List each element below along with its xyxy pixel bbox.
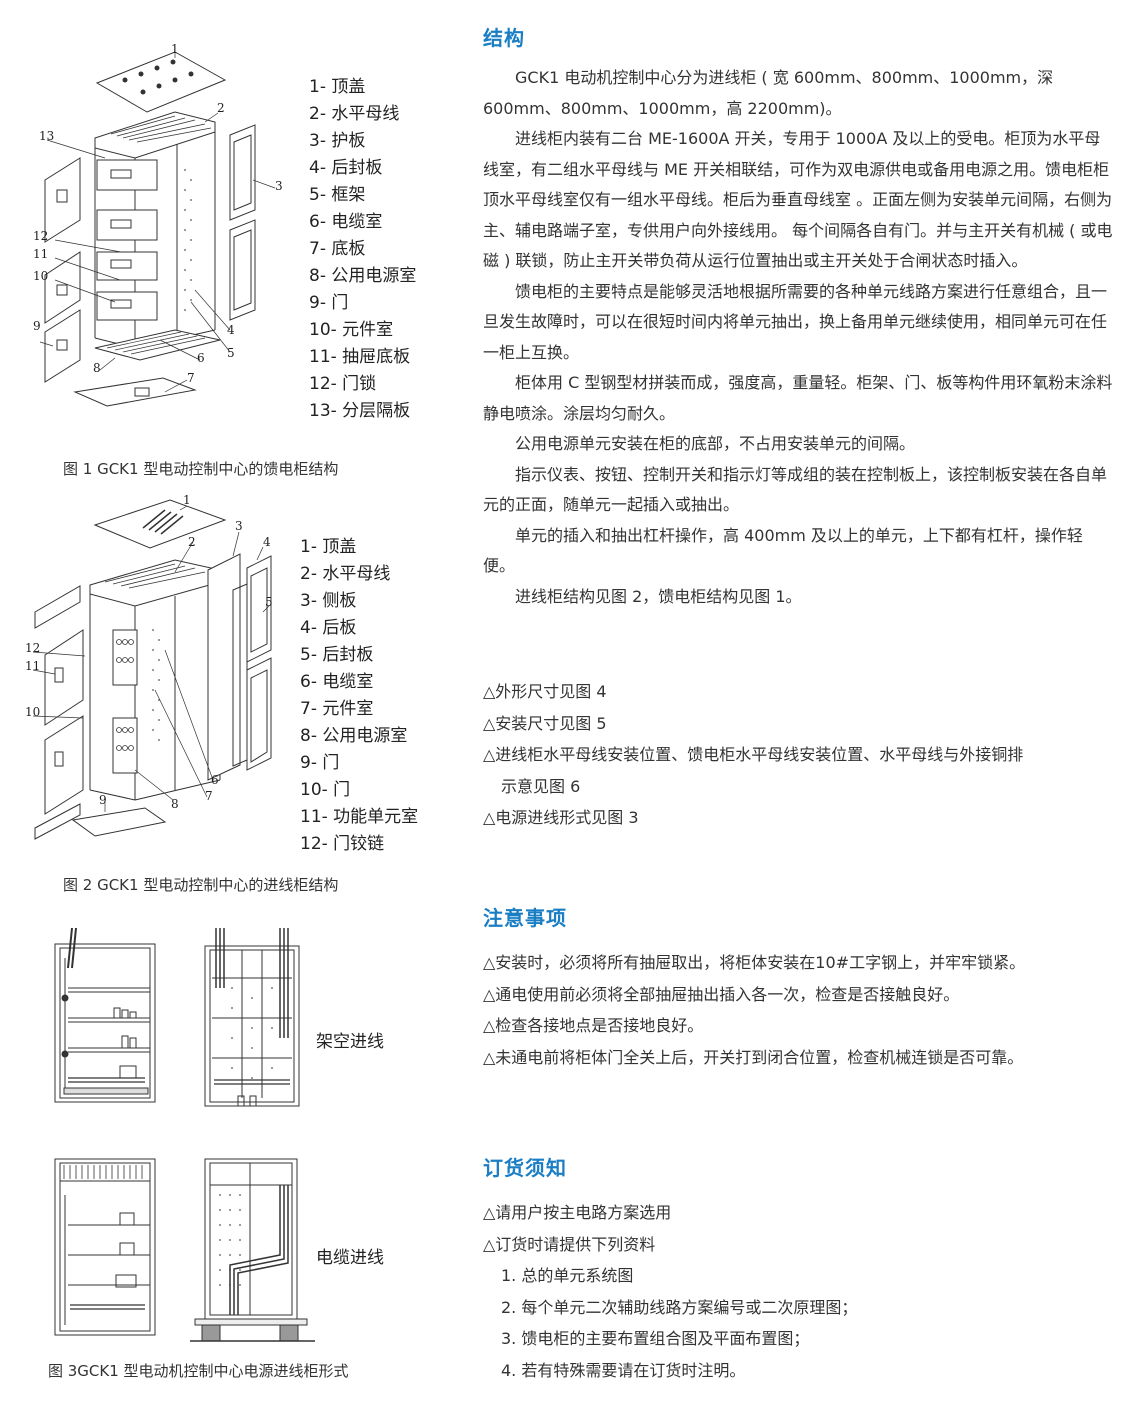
ordering-section-title: 订货须知 [483,1156,567,1180]
fig2-callout-3: 3 [235,519,243,533]
structure-paragraph: 单元的插入和抽出杠杆操作，高 400mm 及以上的单元，上下都有杠杆，操作轻便。 [483,525,1083,576]
figure-3-cable-right [190,1155,315,1345]
structure-ref: 示意见图 6 [501,776,581,796]
fig3-label-overhead: 架空进线 [316,1032,384,1052]
structure-paragraph: 指示仪表、按钮、控制开关和指示灯等成组的装在控制板上，该控制板安装在各自单元的正… [483,464,1108,515]
fig2-legend-item: 5- 后封板 [300,645,374,665]
structure-ref: △安装尺寸见图 5 [483,713,607,733]
fig2-legend-item: 12- 门铰链 [300,834,385,854]
fig1-legend-item: 11- 抽屉底板 [309,347,411,367]
fig2-legend-item: 9- 门 [300,753,340,773]
fig2-legend: 1- 顶盖 2- 水平母线 3- 侧板 4- 后板 5- 后封板 6- 电缆室 … [300,534,418,858]
fig1-callout-12: 12 [33,229,48,243]
fig1-legend-item: 2- 水平母线 [309,104,400,124]
ordering-item: △订货时请提供下列资料 [483,1234,656,1254]
fig2-legend-item: 1- 顶盖 [300,537,357,557]
fig2-legend-item: 2- 水平母线 [300,564,391,584]
fig1-callout-13: 13 [39,129,54,143]
fig1-callout-2: 2 [217,101,225,115]
structure-paragraph: 馈电柜的主要特点是能够灵活地根据所需要的各种单元线路方案进行任意组合，且一旦发生… [483,281,1108,362]
figure-1-drawing: 1 2 3 4 5 6 7 8 9 10 11 12 13 [25,40,305,420]
structure-paragraph: 公用电源单元安装在柜的底部，不占用安装单元的间隔。 [515,434,916,453]
structure-paragraph: 进线柜结构见图 2，馈电柜结构见图 1。 [515,586,802,606]
fig2-callout-7: 7 [205,789,213,803]
ordering-item: △请用户按主电路方案选用 [483,1203,672,1222]
fig1-legend-item: 13- 分层隔板 [309,401,411,421]
fig2-callout-6: 6 [211,773,219,787]
fig2-callout-12: 12 [25,641,40,655]
fig1-callout-1: 1 [171,42,179,56]
fig2-callout-4: 4 [263,535,271,549]
fig2-callout-11: 11 [25,659,40,673]
fig2-legend-item: 6- 电缆室 [300,672,374,692]
note-item: △安装时，必须将所有抽屉取出，将柜体安装在10#工字钢上，并牢牢锁紧。 [483,953,1026,972]
note-item: △未通电前将柜体门全关上后，开关打到闭合位置，检查机械连锁是否可靠。 [483,1047,1024,1067]
fig2-caption: 图 2 GCK1 型电动控制中心的进线柜结构 [63,876,339,894]
figure-2-drawing: 1 2 3 4 5 6 7 8 9 10 11 12 [25,490,305,850]
fig1-legend-item: 7- 底板 [309,239,366,259]
fig1-callout-6: 6 [197,351,205,365]
figure-3-cable-left [50,1155,162,1340]
structure-paragraph: GCK1 电动机控制中心分为进线柜 ( 宽 600mm、800mm、1000mm… [483,68,1054,118]
fig2-legend-item: 11- 功能单元室 [300,807,419,827]
fig2-callout-10: 10 [25,705,40,719]
figure-3-overhead-right [202,928,302,1113]
fig1-callout-4: 4 [227,323,235,337]
fig3-caption: 图 3GCK1 型电动机控制中心电源进线柜形式 [48,1362,349,1380]
structure-section-title: 结构 [483,26,525,50]
structure-paragraph: 进线柜内装有二台 ME-1600A 开关，专用于 1000A 及以上的受电。柜顶… [483,129,1113,270]
fig1-legend-item: 4- 后封板 [309,158,383,178]
fig1-legend-item: 8- 公用电源室 [309,266,417,286]
fig2-callout-2: 2 [188,535,196,549]
fig1-callout-11: 11 [33,247,48,261]
note-item: △检查各接地点是否接地良好。 [483,1016,704,1035]
fig3-label-cable: 电缆进线 [316,1248,384,1268]
fig1-legend-item: 1- 顶盖 [309,77,366,97]
fig1-callout-7: 7 [187,371,195,385]
fig1-callout-9: 9 [33,319,41,333]
fig1-callout-10: 10 [33,269,48,283]
fig2-callout-8: 8 [171,797,179,811]
fig1-legend-item: 12- 门锁 [309,374,377,394]
structure-ref: △电源进线形式见图 3 [483,808,639,827]
figure-3-overhead-left [50,927,162,1108]
notes-list: △安装时，必须将所有抽屉取出，将柜体安装在10#工字钢上，并牢牢锁紧。 △通电使… [483,947,1113,1073]
fig2-legend-item: 10- 门 [300,780,351,800]
ordering-sub-item: 3. 馈电柜的主要布置组合图及平面布置图； [501,1329,810,1348]
fig1-callout-3: 3 [275,179,283,193]
structure-ref: △进线柜水平母线安装位置、馈电柜水平母线安装位置、水平母线与外接铜排 [483,745,1024,764]
fig2-legend-item: 4- 后板 [300,618,357,638]
fig2-legend-item: 3- 侧板 [300,591,357,611]
structure-paragraphs: GCK1 电动机控制中心分为进线柜 ( 宽 600mm、800mm、1000mm… [483,63,1113,612]
ordering-sub-item: 2. 每个单元二次辅助线路方案编号或二次原理图； [501,1297,858,1317]
fig1-legend-item: 10- 元件室 [309,320,394,340]
note-item: △通电使用前必须将全部抽屉抽出插入各一次，检查是否接触良好。 [483,984,960,1004]
fig2-callout-9: 9 [99,793,107,807]
fig1-legend-item: 9- 门 [309,293,349,313]
fig2-legend-item: 8- 公用电源室 [300,726,408,746]
fig1-legend-item: 3- 护板 [309,131,366,151]
notes-section-title: 注意事项 [483,906,567,930]
structure-paragraph: 柜体用 C 型钢型材拼装而成，强度高，重量轻。柜架、门、板等构件用环氧粉末涂料静… [483,373,1113,423]
fig1-legend-item: 6- 电缆室 [309,212,383,232]
fig2-callout-5: 5 [265,595,273,609]
fig1-caption: 图 1 GCK1 型电动控制中心的馈电柜结构 [63,460,339,478]
ordering-list: △请用户按主电路方案选用 △订货时请提供下列资料 1. 总的单元系统图 2. 每… [483,1197,1113,1386]
fig1-callout-5: 5 [227,346,235,360]
fig1-legend: 1- 顶盖 2- 水平母线 3- 护板 4- 后封板 5- 框架 6- 电缆室 … [309,74,416,425]
fig2-callout-1: 1 [183,493,191,507]
structure-refs: △外形尺寸见图 4 △安装尺寸见图 5 △进线柜水平母线安装位置、馈电柜水平母线… [483,676,1113,834]
ordering-sub-item: 1. 总的单元系统图 [501,1266,634,1285]
ordering-sub-item: 4. 若有特殊需要请在订货时注明。 [501,1360,746,1380]
fig2-legend-item: 7- 元件室 [300,699,374,719]
structure-ref: △外形尺寸见图 4 [483,682,607,701]
fig1-legend-item: 5- 框架 [309,185,366,205]
fig1-callout-8: 8 [93,361,101,375]
